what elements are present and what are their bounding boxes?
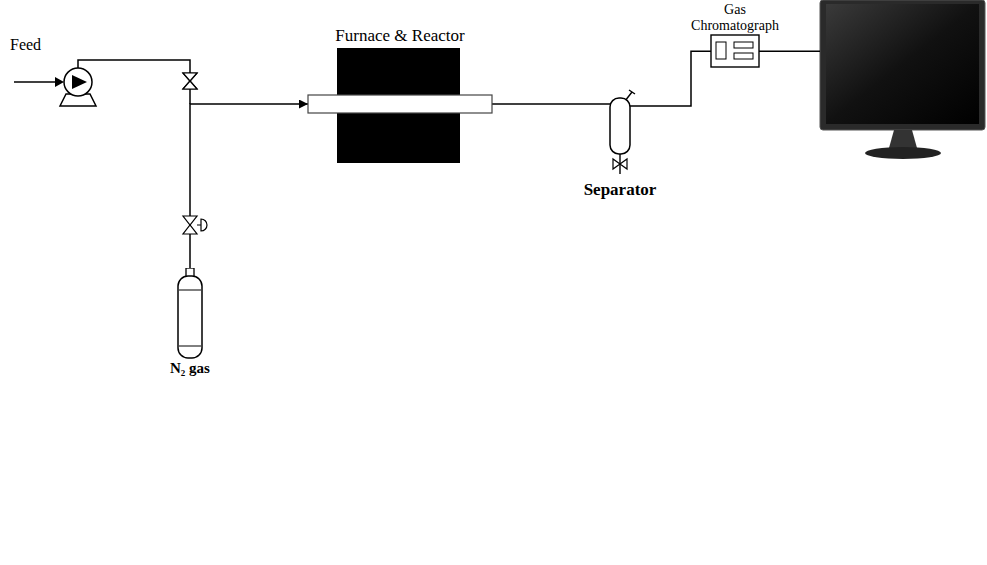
valve-symbol — [183, 225, 197, 234]
pump-symbol — [64, 68, 92, 96]
chromatograph-slot — [734, 53, 753, 59]
valve-symbol — [613, 159, 620, 169]
monitor-frame — [820, 0, 985, 130]
process-line — [630, 51, 711, 106]
gas-chromatograph-shape — [710, 34, 760, 68]
node-title: Furnace & Reactor — [296, 24, 504, 48]
furnace-reactor-shape — [300, 48, 500, 166]
separator-vessel-shape — [570, 88, 670, 180]
monitor-stand — [889, 130, 917, 148]
separator-vessel — [610, 98, 630, 154]
cylinder-band — [179, 290, 201, 346]
gas-chromatograph: Gas Chromatograph — [680, 2, 790, 68]
furnace-reactor: Furnace & Reactor — [296, 24, 504, 166]
valve-symbol — [183, 73, 197, 81]
separator-vessel: Separator — [566, 88, 674, 200]
chromatograph-panel — [716, 42, 726, 59]
process-line — [492, 103, 610, 105]
valve-handle — [197, 219, 207, 231]
valve-symbol — [620, 159, 627, 169]
pump-arrow — [72, 75, 87, 89]
chromatograph-box — [711, 35, 759, 67]
feed-arrowhead — [55, 77, 64, 87]
node-title: Separator — [566, 180, 674, 200]
pump-outlet-line — [78, 60, 190, 104]
monitor-base — [865, 147, 941, 159]
node-title: Gas Chromatograph — [680, 2, 790, 34]
chromatograph-slot — [734, 42, 753, 48]
process-line — [190, 104, 308, 268]
node-title: N₂ gas — [156, 360, 224, 377]
reactor-tube — [308, 95, 492, 113]
valve-symbol — [183, 73, 197, 89]
monitor-cable — [759, 50, 820, 52]
monitor-screen — [826, 4, 979, 124]
feed-label: Feed — [10, 36, 41, 54]
gas-cylinder-shape — [160, 268, 220, 360]
cylinder-body — [178, 276, 202, 358]
valve-symbol — [183, 81, 197, 89]
feed-line — [14, 81, 56, 83]
valve-symbol — [183, 216, 197, 225]
gas-cylinder: N₂ gas — [156, 268, 224, 377]
